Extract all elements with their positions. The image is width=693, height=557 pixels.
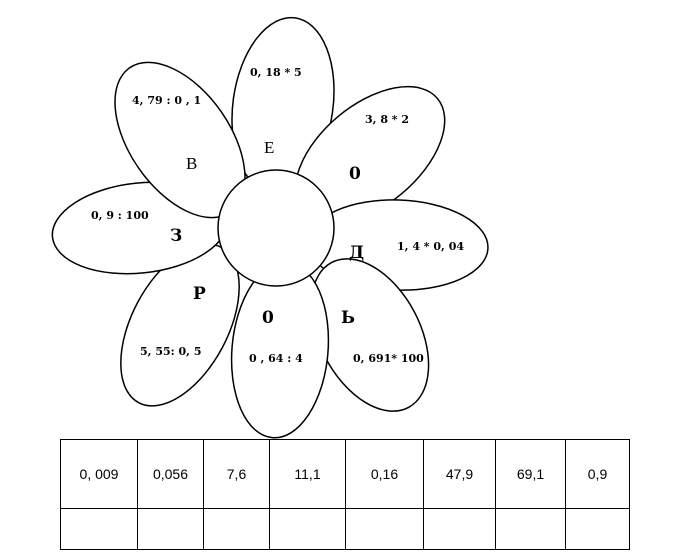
answer-value-cell: 47,9: [423, 439, 496, 509]
answer-letter-cell[interactable]: [495, 508, 566, 550]
flower-diagram: 0, 18 * 5 3, 8 * 2 1, 4 * 0, 04 0, 691* …: [51, 16, 489, 439]
answer-letter-cell[interactable]: [269, 508, 346, 550]
petal-right-expression: 1, 4 * 0, 04: [397, 240, 464, 253]
petal-top-right-letter: 0: [349, 164, 361, 184]
answer-values-row: 0, 009 0,056 7,6 11,1 0,16 47,9 69,1 0,9: [60, 439, 630, 509]
petal-top-letter: Е: [264, 138, 274, 157]
petal-left-letter: З: [170, 226, 182, 246]
petal-bottom-left-letter: Р: [193, 284, 206, 304]
petal-top-right-expression: 3, 8 * 2: [365, 113, 409, 126]
answer-letter-cell[interactable]: [203, 508, 270, 550]
petal-top-left-expression: 4, 79 : 0 , 1: [132, 94, 201, 107]
answer-letter-cell[interactable]: [137, 508, 204, 550]
petal-bottom-right-expression: 0, 691* 100: [353, 352, 424, 365]
petal-left-expression: 0, 9 : 100: [91, 209, 149, 222]
answer-letter-cell[interactable]: [423, 508, 496, 550]
petal-bottom-letter: 0: [262, 308, 274, 328]
answer-letters-row: [60, 508, 630, 550]
answer-letter-cell[interactable]: [565, 508, 630, 550]
answer-value-cell: 69,1: [495, 439, 566, 509]
petal-top-expression: 0, 18 * 5: [250, 66, 302, 79]
answer-table: 0, 009 0,056 7,6 11,1 0,16 47,9 69,1 0,9: [60, 439, 630, 550]
answer-value-cell: 11,1: [269, 439, 346, 509]
answer-letter-cell[interactable]: [345, 508, 424, 550]
answer-value-cell: 0,056: [137, 439, 204, 509]
petal-right-letter: Д: [349, 243, 364, 263]
petal-bottom-right-letter: Ь: [341, 308, 355, 328]
answer-value-cell: 0, 009: [60, 439, 138, 509]
answer-value-cell: 7,6: [203, 439, 270, 509]
petal-bottom-expression: 0 , 64 : 4: [249, 352, 303, 365]
answer-value-cell: 0,9: [565, 439, 630, 509]
petal-top-left-letter: В: [186, 154, 197, 173]
flower-center: [217, 169, 335, 287]
answer-letter-cell[interactable]: [60, 508, 138, 550]
answer-value-cell: 0,16: [345, 439, 424, 509]
petal-bottom-left-expression: 5, 55: 0, 5: [140, 345, 201, 358]
